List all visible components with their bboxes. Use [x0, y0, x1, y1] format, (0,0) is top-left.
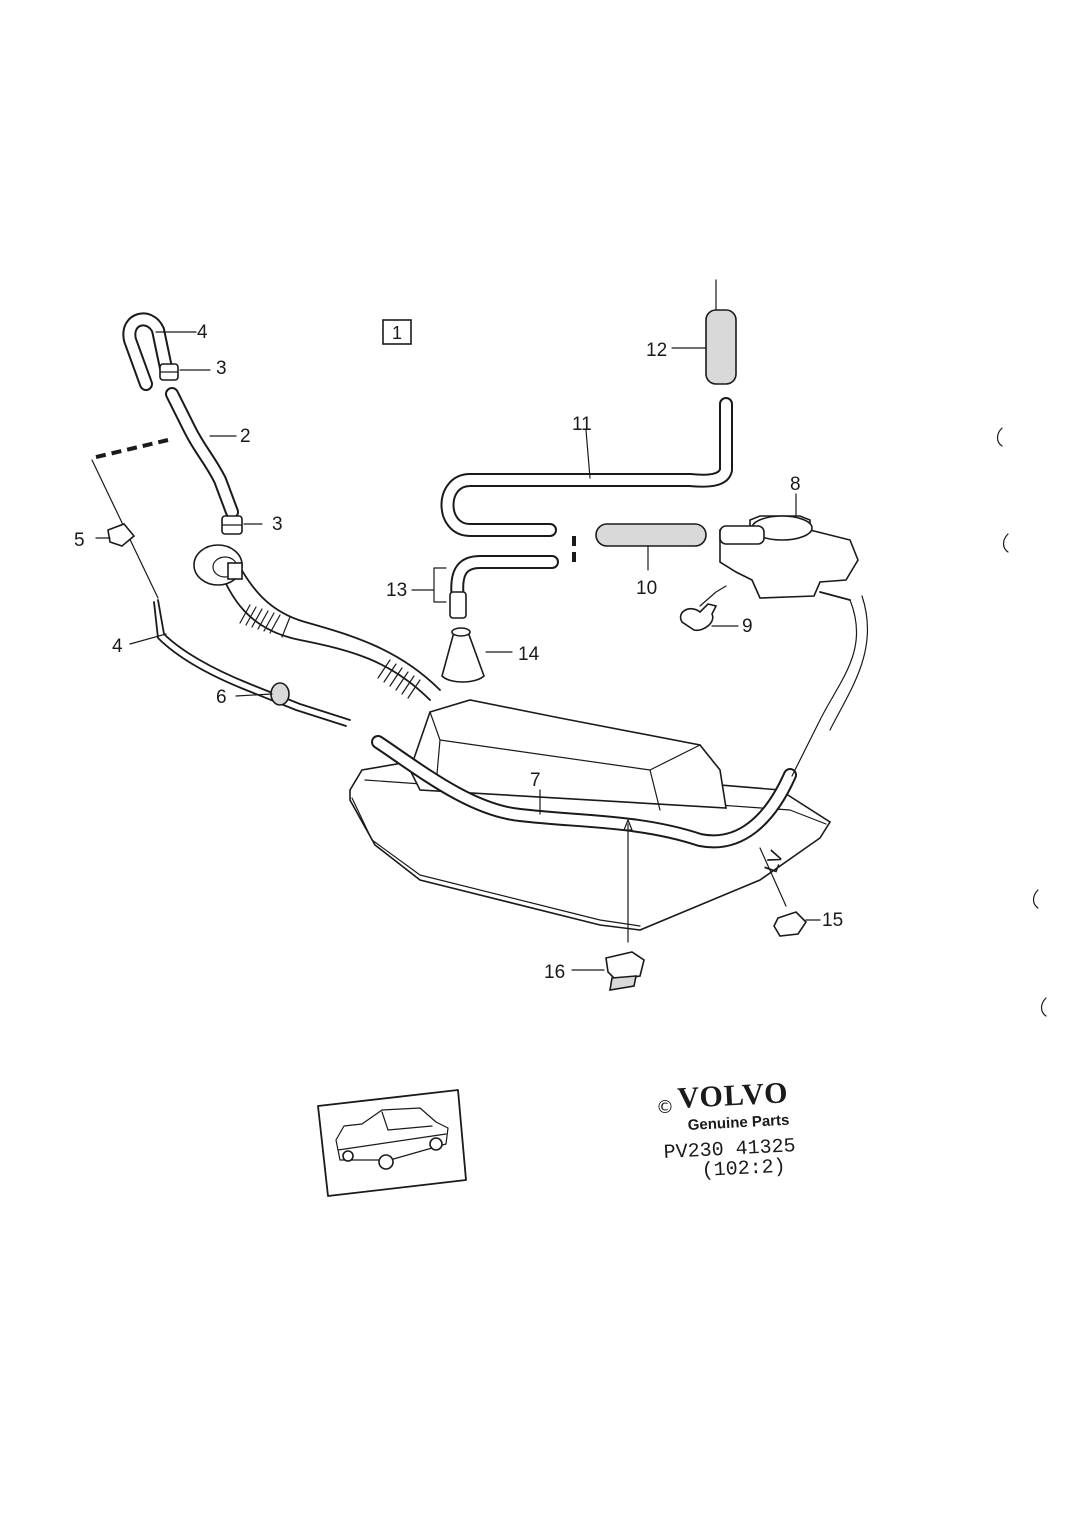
callout-4-lower: 4 [112, 636, 123, 657]
genuine-parts: Genuine Parts [687, 1112, 789, 1134]
callout-4-top: 4 [197, 322, 208, 343]
scan-marks [996, 427, 1047, 1017]
volvo-brand: VOLVO [677, 1076, 790, 1115]
clips [605, 819, 808, 991]
callout-3-lower: 3 [272, 514, 283, 535]
callout-2: 2 [240, 426, 251, 447]
copyright-symbol: © [656, 1097, 674, 1118]
callout-6: 6 [216, 687, 227, 708]
callout-10: 10 [636, 578, 657, 599]
callout-12: 12 [646, 340, 667, 361]
callout-15: 15 [822, 910, 843, 931]
callout-14: 14 [518, 644, 540, 665]
callout-13: 13 [386, 580, 407, 601]
group-number: 1 [392, 323, 402, 343]
callout-5: 5 [74, 530, 85, 551]
vent-hose-assembly [91, 312, 797, 849]
callout-11: 11 [572, 414, 592, 435]
callout-numbers: 4 3 2 3 5 4 6 7 8 9 10 11 12 13 14 15 16 [74, 322, 843, 983]
callout-3-upper: 3 [216, 358, 227, 379]
group-number-box: 1 [382, 319, 412, 345]
callout-leaders [95, 331, 821, 971]
volvo-brand-block: © VOLVO Genuine Parts PV230 41325 (102:2… [656, 1076, 796, 1183]
callout-8: 8 [790, 474, 801, 495]
callout-7: 7 [530, 770, 541, 791]
filler-neck [193, 544, 441, 701]
canister-hose-assembly [440, 279, 869, 777]
page-reference: (102:2) [701, 1156, 786, 1183]
callout-16: 16 [544, 962, 565, 983]
car-thumbnail [317, 1089, 467, 1197]
callout-9: 9 [742, 616, 753, 637]
